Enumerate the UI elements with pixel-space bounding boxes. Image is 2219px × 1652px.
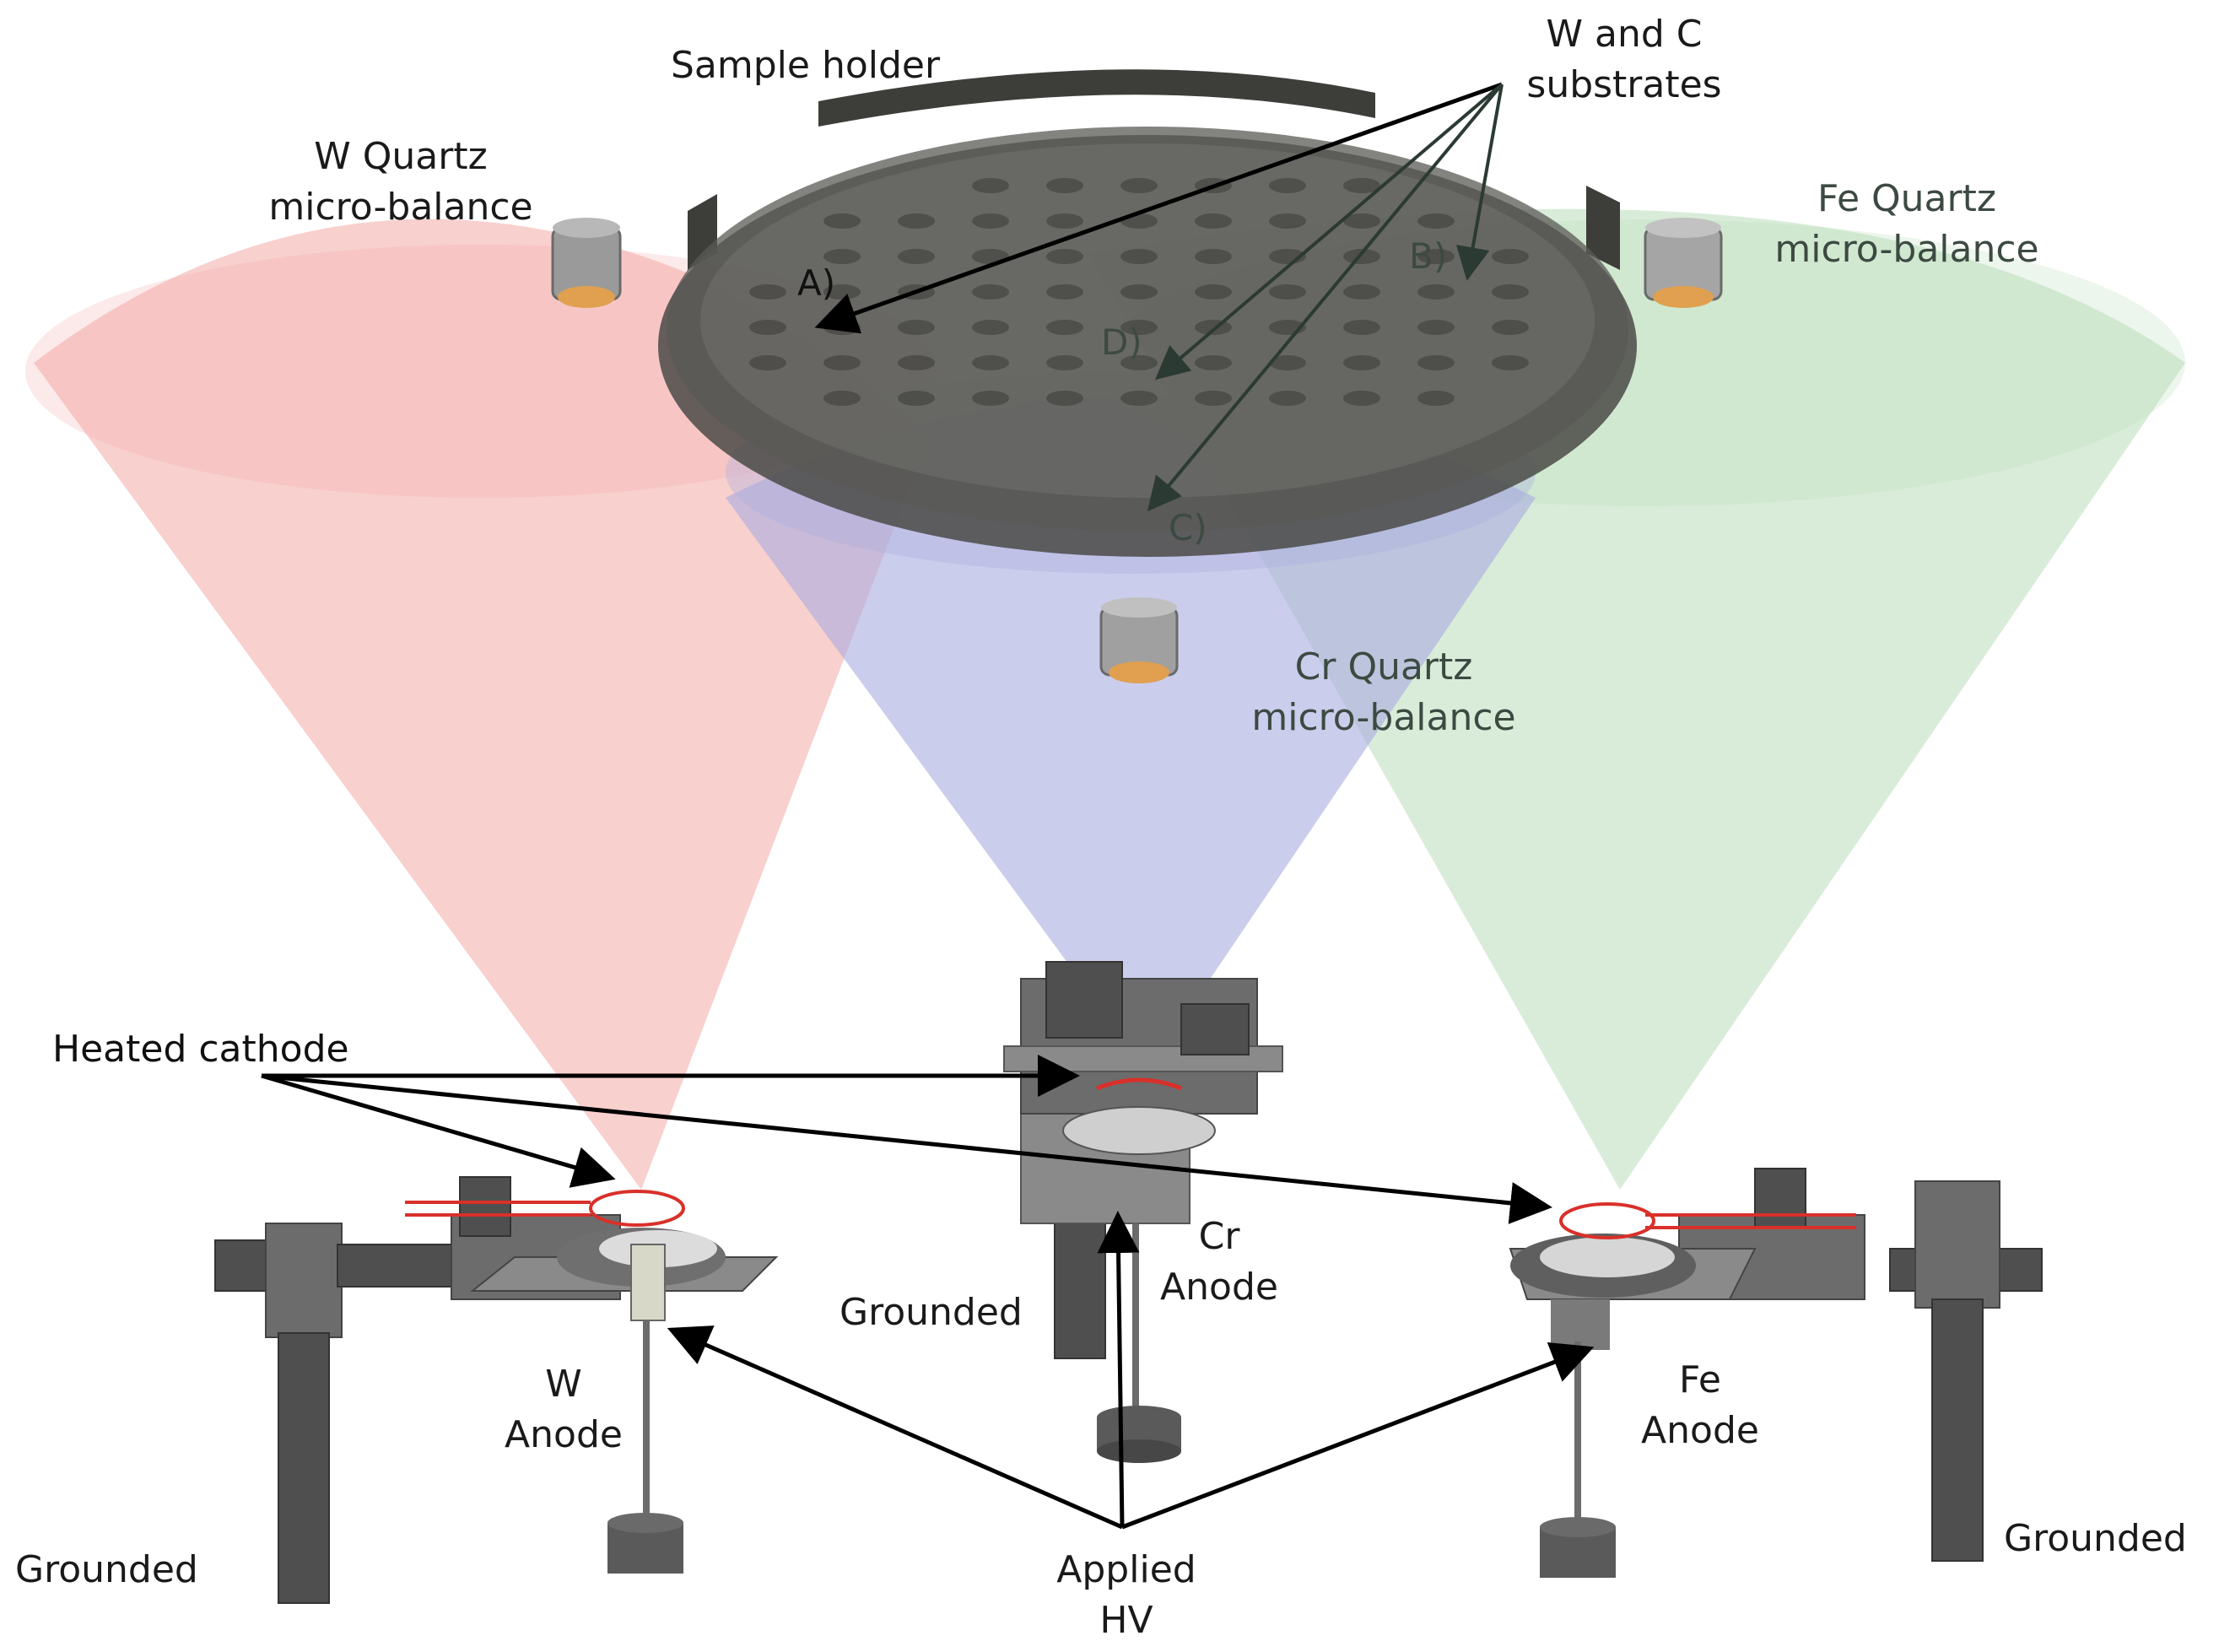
heated-cathode-arrows: [261, 1055, 1552, 1224]
substrate-well: [1120, 249, 1158, 264]
w-source: [214, 1176, 779, 1604]
substrate-well: [972, 178, 1009, 193]
cr-source: [1003, 961, 1283, 1463]
cr-anode-label-line1: Cr: [1199, 1215, 1241, 1258]
substrate-well: [972, 320, 1009, 335]
fe-qcm: [1644, 218, 1723, 308]
substrate-well: [898, 320, 935, 335]
substrate-well: [1343, 320, 1380, 335]
substrate-well: [1343, 213, 1380, 229]
substrate-well: [1492, 284, 1529, 300]
substrate-well: [972, 355, 1009, 370]
fe-qcm-label-line2: micro-balance: [1774, 228, 2038, 271]
cr-qcm-label-line1: Cr Quartz: [1295, 645, 1473, 688]
applied-hv-label-line1: Applied: [1056, 1548, 1196, 1591]
substrate-well: [1046, 320, 1083, 335]
substrate-well: [1269, 355, 1306, 370]
marker-d: D): [1101, 321, 1142, 363]
sample-holder-label: Sample holder: [671, 44, 941, 87]
substrate-well: [1343, 284, 1380, 300]
substrate-well: [1195, 391, 1232, 406]
substrate-well: [1046, 284, 1083, 300]
w-qcm-label-line1: W Quartz: [314, 135, 487, 178]
substrate-well: [898, 355, 935, 370]
fe-qcm-label-line1: Fe Quartz: [1817, 177, 1996, 220]
w-anode-label-line1: W: [545, 1363, 582, 1406]
w-qcm-label-line2: micro-balance: [268, 186, 532, 229]
substrate-well: [1046, 355, 1083, 370]
fe-anode-label-line2: Anode: [1641, 1409, 1759, 1452]
sample-holder: [658, 69, 1637, 557]
substrate-well: [972, 284, 1009, 300]
substrate-well: [1269, 284, 1306, 300]
cr-qcm: [1099, 597, 1179, 683]
substrate-well: [1492, 355, 1529, 370]
substrate-well: [1120, 320, 1158, 335]
substrate-well: [1195, 320, 1232, 335]
substrate-well: [1269, 213, 1306, 229]
substrate-well: [1269, 391, 1306, 406]
substrate-well: [1417, 213, 1455, 229]
marker-c: C): [1169, 507, 1207, 548]
substrate-well: [1417, 249, 1455, 264]
cr-anode-label-line2: Anode: [1160, 1266, 1278, 1309]
substrate-well: [1046, 391, 1083, 406]
substrate-well: [749, 284, 786, 300]
substrates-label-line2: substrates: [1526, 63, 1721, 106]
substrate-well: [749, 320, 786, 335]
substrate-well: [1343, 391, 1380, 406]
substrate-well: [1120, 355, 1158, 370]
substrate-well: [1343, 355, 1380, 370]
substrate-well: [1343, 249, 1380, 264]
substrate-well: [1269, 178, 1306, 193]
grounded-center-label: Grounded: [840, 1291, 1023, 1334]
marker-b: B): [1409, 235, 1447, 277]
substrate-well: [1195, 355, 1232, 370]
substrate-well: [1195, 213, 1232, 229]
applied-hv-arrows: [667, 1211, 1595, 1530]
substrate-well: [823, 249, 861, 264]
w-qcm: [551, 218, 622, 308]
substrate-well: [1195, 249, 1232, 264]
substrate-well: [1417, 284, 1455, 300]
substrate-well: [898, 249, 935, 264]
substrate-well: [823, 391, 861, 406]
substrate-well: [1417, 391, 1455, 406]
grounded-right-label: Grounded: [2004, 1517, 2187, 1560]
substrate-arrows: [814, 82, 1504, 512]
substrate-well: [1046, 249, 1083, 264]
substrate-well: [1120, 178, 1158, 193]
marker-a: A): [797, 262, 835, 304]
substrate-well: [1046, 178, 1083, 193]
substrate-well: [1120, 391, 1158, 406]
substrate-well: [898, 213, 935, 229]
substrate-well: [823, 355, 861, 370]
substrate-well: [1417, 355, 1455, 370]
substrate-well: [1417, 320, 1455, 335]
w-anode-label-line2: Anode: [505, 1413, 623, 1456]
substrate-well: [898, 391, 935, 406]
fe-anode-label-line1: Fe: [1679, 1358, 1721, 1401]
substrate-wells: [749, 178, 1529, 406]
applied-hv-label-line2: HV: [1099, 1599, 1153, 1642]
cr-qcm-label-line2: micro-balance: [1251, 696, 1515, 739]
substrate-well: [823, 213, 861, 229]
substrate-well: [1343, 178, 1380, 193]
substrate-well: [972, 213, 1009, 229]
substrate-well: [1120, 284, 1158, 300]
substrate-well: [1492, 249, 1529, 264]
substrate-well: [972, 391, 1009, 406]
substrate-well: [1492, 320, 1529, 335]
substrate-well: [1195, 284, 1232, 300]
substrates-label-line1: W and C: [1547, 13, 1703, 56]
grounded-left-label: Grounded: [15, 1548, 198, 1591]
fe-source: [1509, 1168, 2043, 1578]
substrate-well: [1046, 213, 1083, 229]
substrate-well: [749, 355, 786, 370]
heated-cathode-label: Heated cathode: [52, 1028, 349, 1071]
